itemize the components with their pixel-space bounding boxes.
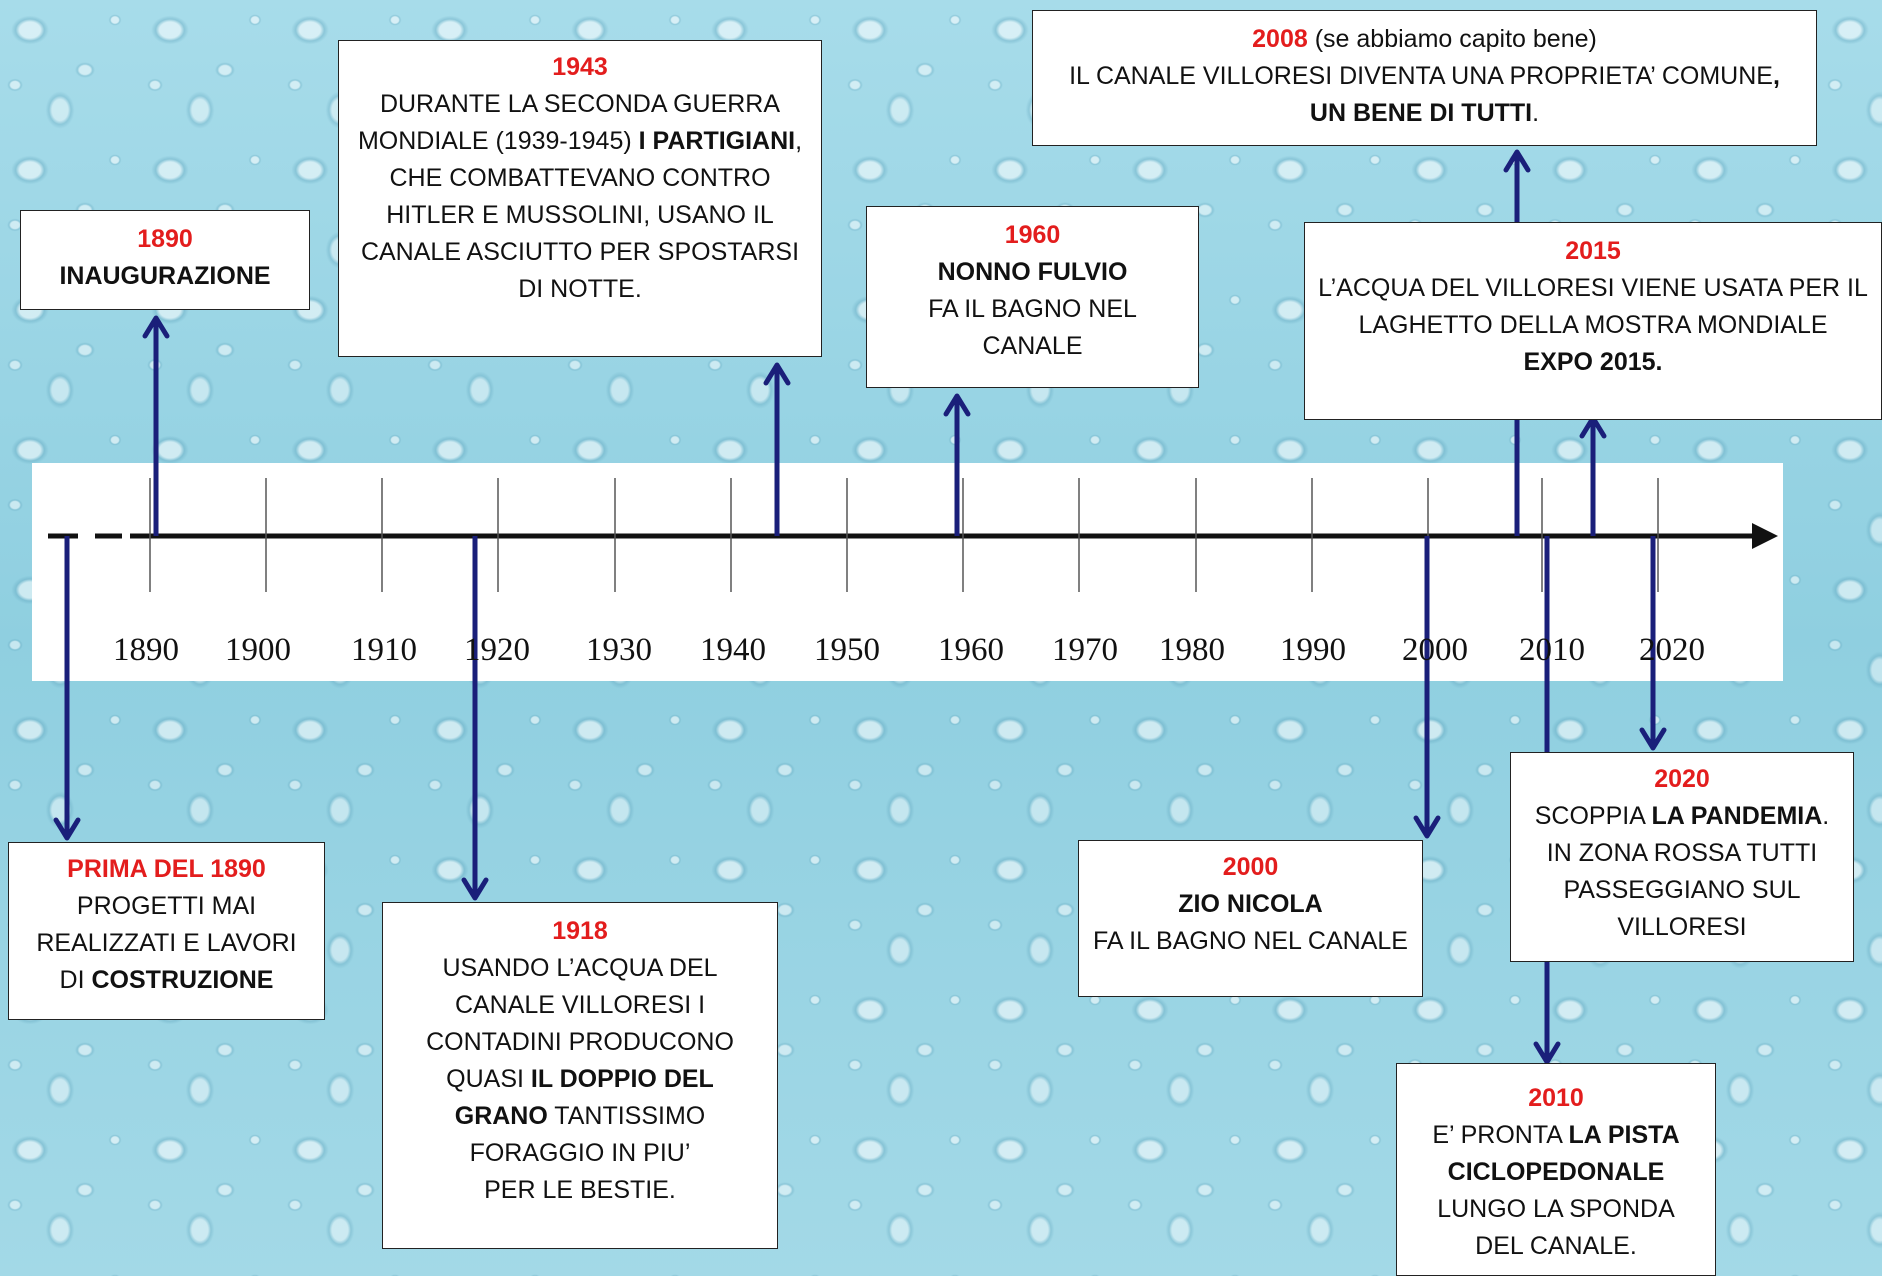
axis-arrowhead bbox=[1752, 523, 1778, 549]
event-text: IL CANALE VILLORESI DIVENTA UNA PROPRIET… bbox=[1069, 62, 1773, 90]
event-year: 1960 bbox=[1004, 221, 1061, 249]
event-text: USANDO L’ACQUA DEL CANALE VILLORESI I CO… bbox=[426, 954, 734, 1093]
event-2020-box: 2020 SCOPPIA LA PANDEMIA. IN ZONA ROSSA … bbox=[1510, 752, 1854, 962]
event-year: 2020 bbox=[1654, 765, 1710, 793]
event-highlight: IL DOPPIO DEL GRANO bbox=[454, 1065, 714, 1130]
event-1960-box: 1960 NONNO FULVIO FA IL BAGNO NEL CANALE bbox=[866, 206, 1199, 388]
timeline-band bbox=[32, 463, 1783, 681]
event-title: ZIO NICOLA bbox=[1178, 890, 1323, 918]
event-1943-box: 1943 DURANTE LA SECONDA GUERRA MONDIALE … bbox=[338, 40, 822, 357]
event-year: 2010 bbox=[1528, 1084, 1584, 1112]
event-year: 1890 bbox=[137, 225, 193, 253]
event-text: . IN ZONA ROSSA TUTTI PASSEGGIANO SUL VI… bbox=[1546, 802, 1830, 941]
event-year: 2015 bbox=[1565, 237, 1621, 265]
axis-tick-label: 1960 bbox=[938, 632, 1004, 668]
event-text: TANTISSIMO FORAGGIO IN PIU’ bbox=[469, 1102, 706, 1167]
event-arrow-head bbox=[1413, 815, 1441, 839]
event-highlight: LA PANDEMIA bbox=[1651, 802, 1823, 830]
event-text: FA IL BAGNO NEL CANALE bbox=[928, 295, 1137, 360]
event-arrow-head bbox=[1503, 149, 1531, 173]
event-arrow-head bbox=[1533, 1041, 1561, 1065]
event-1918-box: 1918 USANDO L’ACQUA DEL CANALE VILLORESI… bbox=[382, 902, 778, 1249]
event-text: E’ PRONTA bbox=[1432, 1121, 1569, 1149]
axis-tick-label: 1990 bbox=[1280, 632, 1346, 668]
axis-tick-label: 2020 bbox=[1639, 632, 1705, 668]
event-highlight: I PARTIGIANI bbox=[638, 127, 796, 155]
axis-tick-label: 1950 bbox=[814, 632, 880, 668]
axis-tick-label: 1940 bbox=[700, 632, 766, 668]
event-text: SCOPPIA bbox=[1534, 802, 1652, 830]
event-2008-box: 2008 (se abbiamo capito bene) IL CANALE … bbox=[1032, 10, 1817, 146]
event-text: DURANTE LA SECONDA GUERRA MONDIALE (1939… bbox=[357, 90, 781, 155]
event-arrow-head bbox=[53, 817, 81, 841]
axis-tick-label: 2010 bbox=[1519, 632, 1585, 668]
axis-tick-label: 1910 bbox=[351, 632, 417, 668]
event-aside: (se abbiamo capito bene) bbox=[1307, 25, 1597, 53]
event-2015-box: 2015 L’ACQUA DEL VILLORESI VIENE USATA P… bbox=[1304, 222, 1882, 420]
axis-tick-label: 1970 bbox=[1052, 632, 1118, 668]
event-text: LUNGO LA SPONDA DEL CANALE. bbox=[1437, 1195, 1675, 1260]
event-year: PRIMA DEL 1890 bbox=[67, 855, 266, 883]
event-arrow-head bbox=[142, 315, 170, 339]
event-year: 2008 bbox=[1252, 25, 1308, 53]
event-text: L’ACQUA DEL VILLORESI VIENE USATA PER IL… bbox=[1318, 274, 1868, 339]
event-comma: , bbox=[1772, 62, 1780, 90]
event-text: DI NOTTE. bbox=[518, 275, 642, 303]
event-year: 1943 bbox=[552, 53, 608, 81]
event-text: PROGETTI MAI REALIZZATI E LAVORI DI bbox=[36, 892, 297, 994]
event-title: NONNO FULVIO bbox=[937, 258, 1128, 286]
event-2000-box: 2000 ZIO NICOLA FA IL BAGNO NEL CANALE bbox=[1078, 840, 1423, 997]
event-year: 2000 bbox=[1222, 853, 1279, 881]
event-arrow-head bbox=[461, 877, 489, 901]
axis-tick-label: 1980 bbox=[1159, 632, 1225, 668]
event-text: . bbox=[1532, 99, 1540, 127]
event-text: , CHE COMBATTEVANO CONTRO HITLER E MUSSO… bbox=[360, 127, 803, 266]
axis-tick-label: 1890 bbox=[113, 632, 179, 668]
event-arrow-head bbox=[763, 362, 791, 386]
event-2010-box: 2010 E’ PRONTA LA PISTA CICLOPEDONALE LU… bbox=[1396, 1063, 1716, 1276]
event-highlight: UN BENE DI TUTTI bbox=[1309, 99, 1533, 127]
event-arrow-head bbox=[1639, 727, 1667, 751]
event-arrow-head bbox=[943, 393, 971, 417]
axis-tick-label: 1920 bbox=[464, 632, 530, 668]
event-highlight: COSTRUZIONE bbox=[91, 966, 274, 994]
event-highlight: EXPO 2015. bbox=[1523, 348, 1663, 376]
event-highlight: LA PISTA CICLOPEDONALE bbox=[1447, 1121, 1680, 1186]
event-title: INAUGURAZIONE bbox=[59, 262, 271, 290]
event-text: FA IL BAGNO NEL CANALE bbox=[1093, 927, 1408, 955]
axis-tick-label: 1930 bbox=[586, 632, 652, 668]
event-prima-1890-box: PRIMA DEL 1890 PROGETTI MAI REALIZZATI E… bbox=[8, 842, 325, 1020]
axis-tick-label: 1900 bbox=[225, 632, 291, 668]
event-year: 1918 bbox=[552, 917, 608, 945]
event-1890-box: 1890 INAUGURAZIONE bbox=[20, 210, 310, 310]
event-text: PER LE BESTIE. bbox=[484, 1176, 676, 1204]
axis-ticks bbox=[149, 478, 1659, 592]
axis-tick-label: 2000 bbox=[1402, 632, 1468, 668]
